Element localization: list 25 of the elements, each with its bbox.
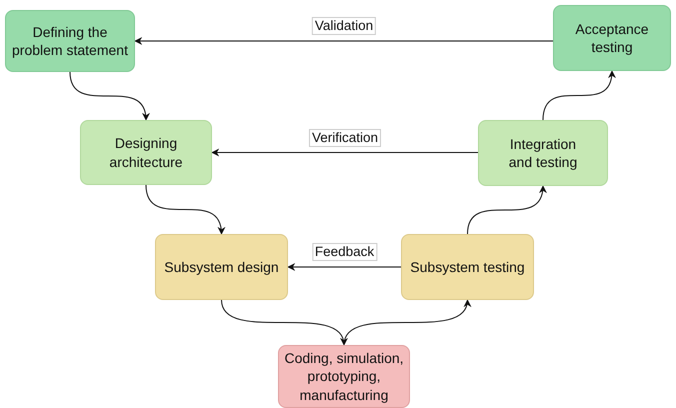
- process-box: [5, 10, 135, 72]
- arrow: [287, 263, 402, 271]
- box-label: Subsystem testing: [410, 258, 525, 276]
- edge-label: Feedback: [312, 243, 378, 261]
- arrow: [344, 299, 470, 346]
- edge-label: Validation: [312, 17, 376, 35]
- arrow: [70, 72, 149, 121]
- box-label: Coding, simulation, prototyping, manufacturing: [283, 349, 405, 404]
- edge-label: Verification: [308, 128, 382, 146]
- box-label: Designing architecture: [108, 134, 184, 171]
- arrow: [467, 185, 546, 234]
- arrow: [221, 300, 346, 346]
- box-label: Acceptance testing: [574, 20, 650, 56]
- box-label: Defining the problem statement: [11, 22, 129, 60]
- process-box: [478, 120, 608, 186]
- box-label: Subsystem design: [164, 258, 279, 276]
- arrow: [211, 148, 478, 156]
- process-box: [553, 5, 671, 71]
- process-box: [80, 120, 212, 185]
- arrow: [542, 70, 616, 120]
- box-label: Integration and testing: [508, 134, 578, 172]
- arrow: [134, 37, 554, 45]
- process-box: [401, 234, 534, 300]
- arrow: [146, 184, 224, 235]
- process-box: [155, 234, 288, 300]
